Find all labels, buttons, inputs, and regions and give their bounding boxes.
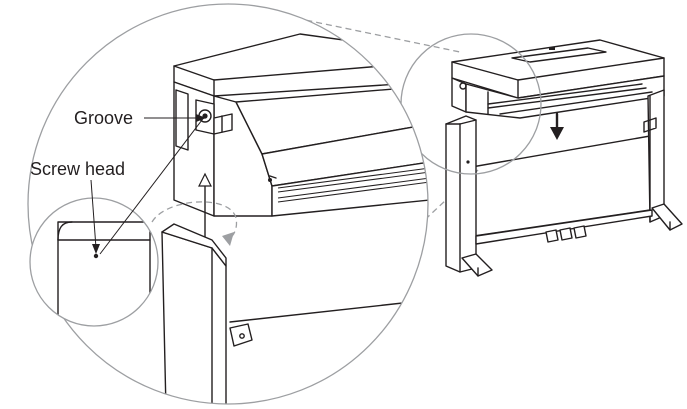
label-groove-group: Groove bbox=[74, 108, 206, 128]
screw-head-dot bbox=[93, 253, 99, 259]
label-groove: Groove bbox=[74, 108, 133, 128]
screw-head-inset bbox=[30, 198, 158, 326]
detail-callout-circle-large bbox=[27, 3, 429, 405]
inset-callout-circle bbox=[29, 197, 159, 327]
label-screw-head-group: Screw head bbox=[30, 159, 125, 254]
rotation-arrow bbox=[151, 201, 238, 241]
detail-view bbox=[28, 4, 428, 404]
piano-assembly bbox=[445, 39, 683, 277]
label-screw-head: Screw head bbox=[30, 159, 125, 179]
